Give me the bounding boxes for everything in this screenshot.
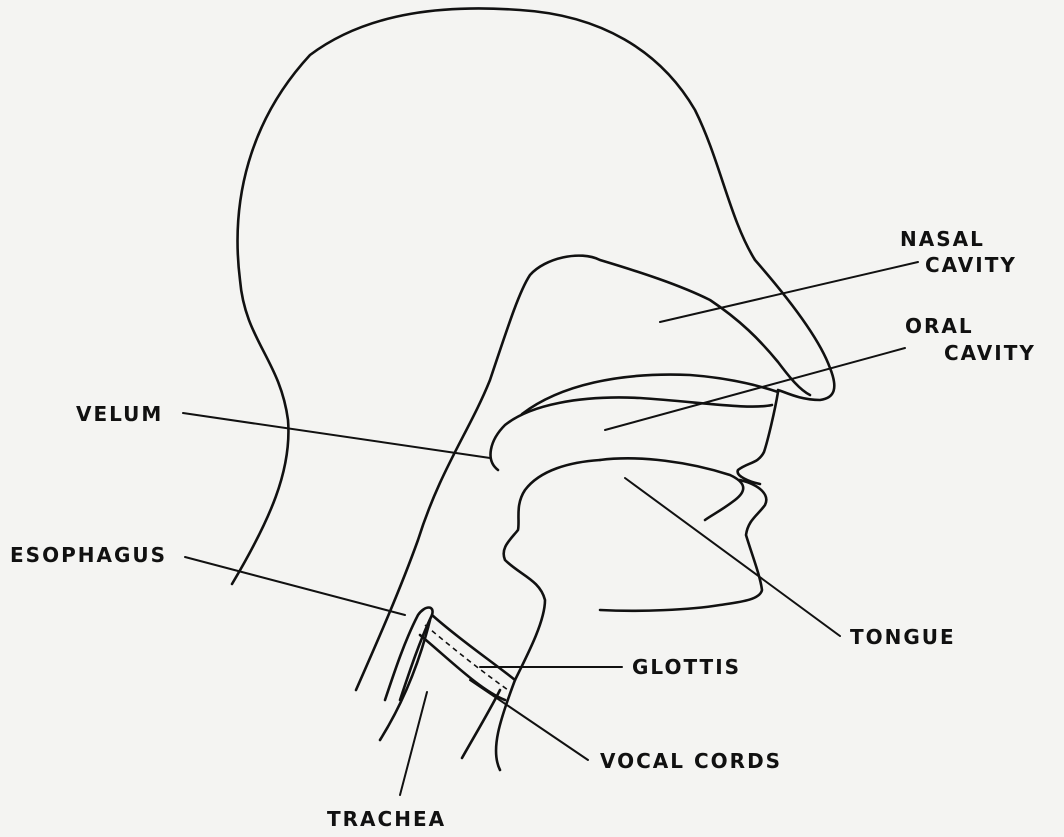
vocal-cords-dashed-line xyxy=(425,625,508,690)
nasal-cavity-leader xyxy=(660,262,918,322)
tongue-outline xyxy=(600,458,743,520)
label-tongue: TONGUE xyxy=(850,625,956,649)
pharynx-outline xyxy=(496,460,600,770)
label-oral-line1: ORAL xyxy=(905,314,974,338)
label-oral-line2: CAVITY xyxy=(944,341,1036,365)
label-nasal-line1: NASAL xyxy=(900,227,985,251)
oral-cavity-leader xyxy=(605,348,905,430)
chin-outline xyxy=(600,480,766,611)
velum-leader xyxy=(183,413,490,458)
hard-palate-outline xyxy=(522,375,778,414)
label-glottis: GLOTTIS xyxy=(632,655,741,679)
trachea-leader xyxy=(400,692,427,795)
trachea-right-wall xyxy=(462,690,500,758)
nasal-cavity-outline xyxy=(356,256,810,690)
larynx-outline xyxy=(432,615,515,680)
label-trachea: TRACHEA xyxy=(327,807,446,831)
label-esophagus: ESOPHAGUS xyxy=(10,543,167,567)
esophagus-leader xyxy=(185,557,405,615)
label-vocal-cords: VOCAL CORDS xyxy=(600,749,782,773)
label-nasal-line2: CAVITY xyxy=(925,253,1017,277)
label-velum: VELUM xyxy=(76,402,163,426)
vocal-cords-leader xyxy=(470,680,588,760)
head-profile-outline xyxy=(232,8,834,584)
